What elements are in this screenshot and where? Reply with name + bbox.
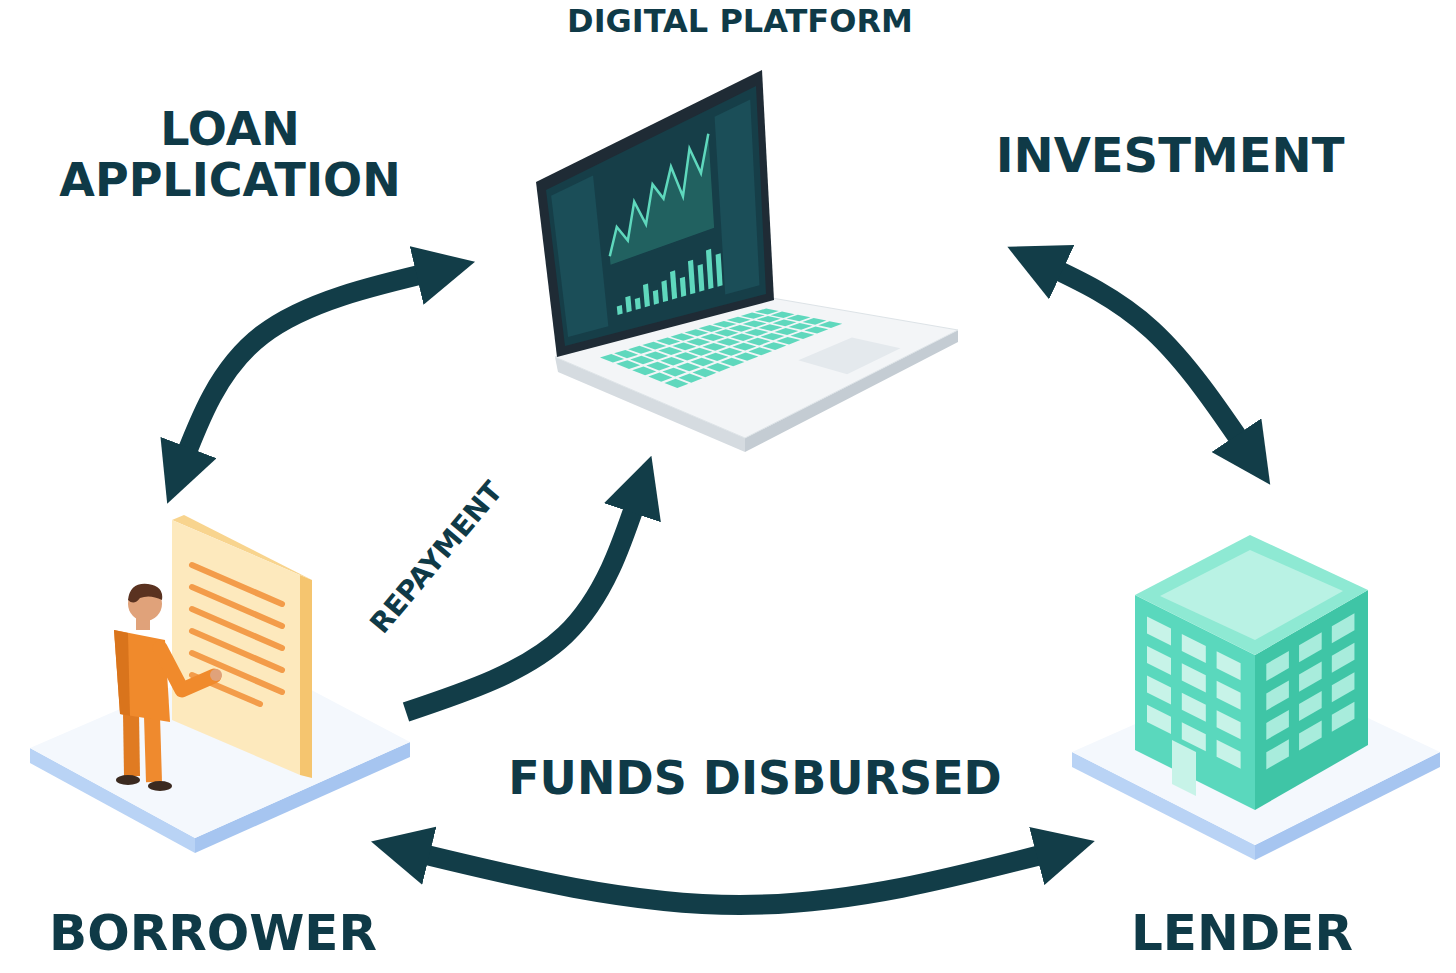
node-label: DIGITAL PLATFORM: [567, 4, 913, 39]
lender-building: [1135, 535, 1368, 810]
node-label: LENDER: [1131, 906, 1353, 961]
flow-arrow: [180, 270, 440, 470]
flow-label: LOAN APPLICATION: [9, 102, 451, 207]
flow-arrow: [406, 850, 1060, 905]
laptop: [536, 70, 958, 452]
platform-node: DIGITAL PLATFORM: [440, 0, 1040, 490]
flow-label: REPAYMENT: [360, 470, 515, 645]
borrower-node: BORROWER: [20, 470, 406, 965]
flow-arrow: [406, 490, 640, 712]
document-board: [172, 515, 312, 778]
node-label: BORROWER: [49, 906, 377, 961]
borrower-platform: [30, 655, 410, 853]
flow-label: INVESTMENT: [990, 127, 1351, 184]
borrower-person: [114, 584, 222, 791]
flow-label: FUNDS DISBURSED: [502, 751, 1008, 806]
lender-node: LENDER: [1060, 455, 1424, 965]
flow-arrow: [1040, 262, 1250, 455]
